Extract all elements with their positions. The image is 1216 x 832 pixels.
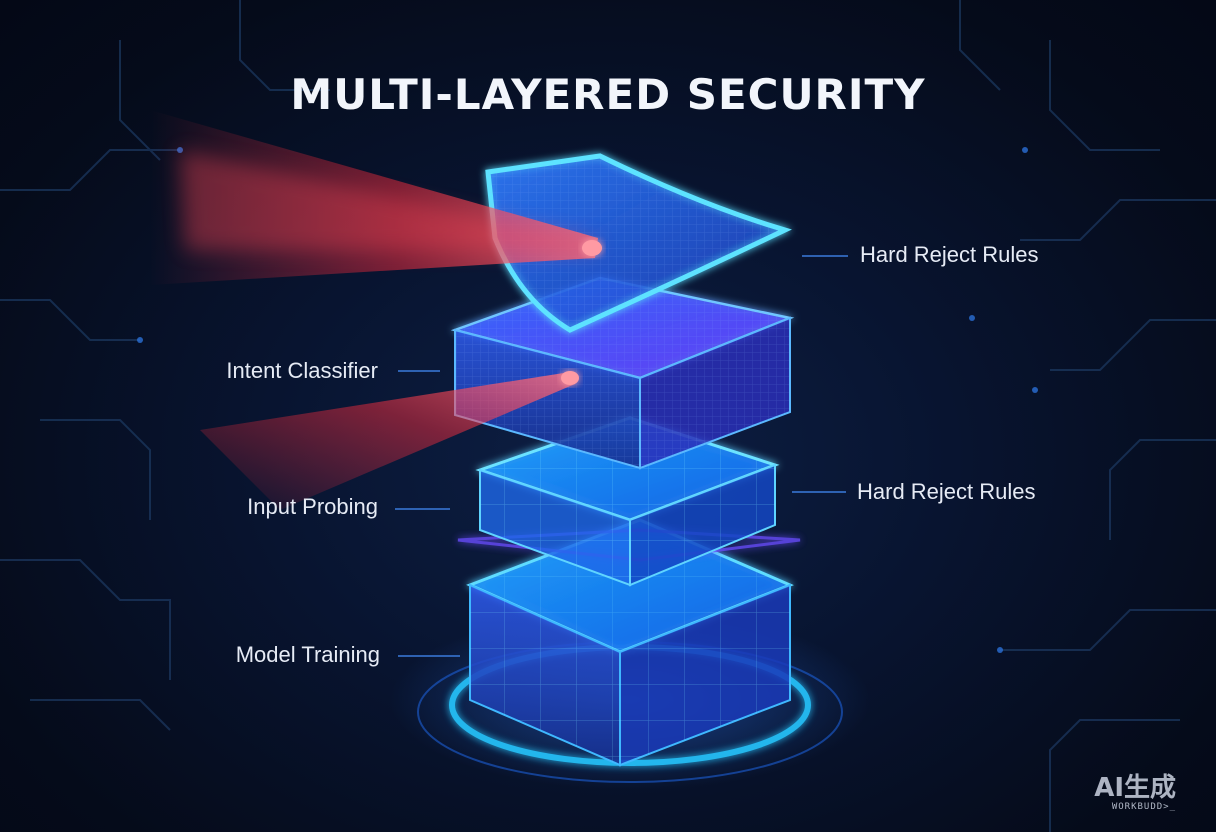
label-intent-classifier: Intent Classifier	[226, 358, 378, 383]
watermark-main: AI生成	[1094, 773, 1176, 803]
label-model-training: Model Training	[235, 642, 380, 667]
connector-lines	[395, 255, 848, 657]
label-hard-reject-rules-middle: Hard Reject Rules	[857, 479, 1036, 504]
diagram-title: MULTI-LAYERED SECURITY	[290, 70, 926, 119]
label-hard-reject-rules-top: Hard Reject Rules	[860, 242, 1039, 267]
label-input-probing: Input Probing	[247, 494, 378, 519]
shield-layer	[485, 153, 792, 333]
threat-beams	[150, 110, 602, 510]
watermark: AI生成 WORKBUDD>_	[1094, 775, 1176, 812]
watermark-sub: WORKBUDD>_	[1111, 802, 1176, 812]
